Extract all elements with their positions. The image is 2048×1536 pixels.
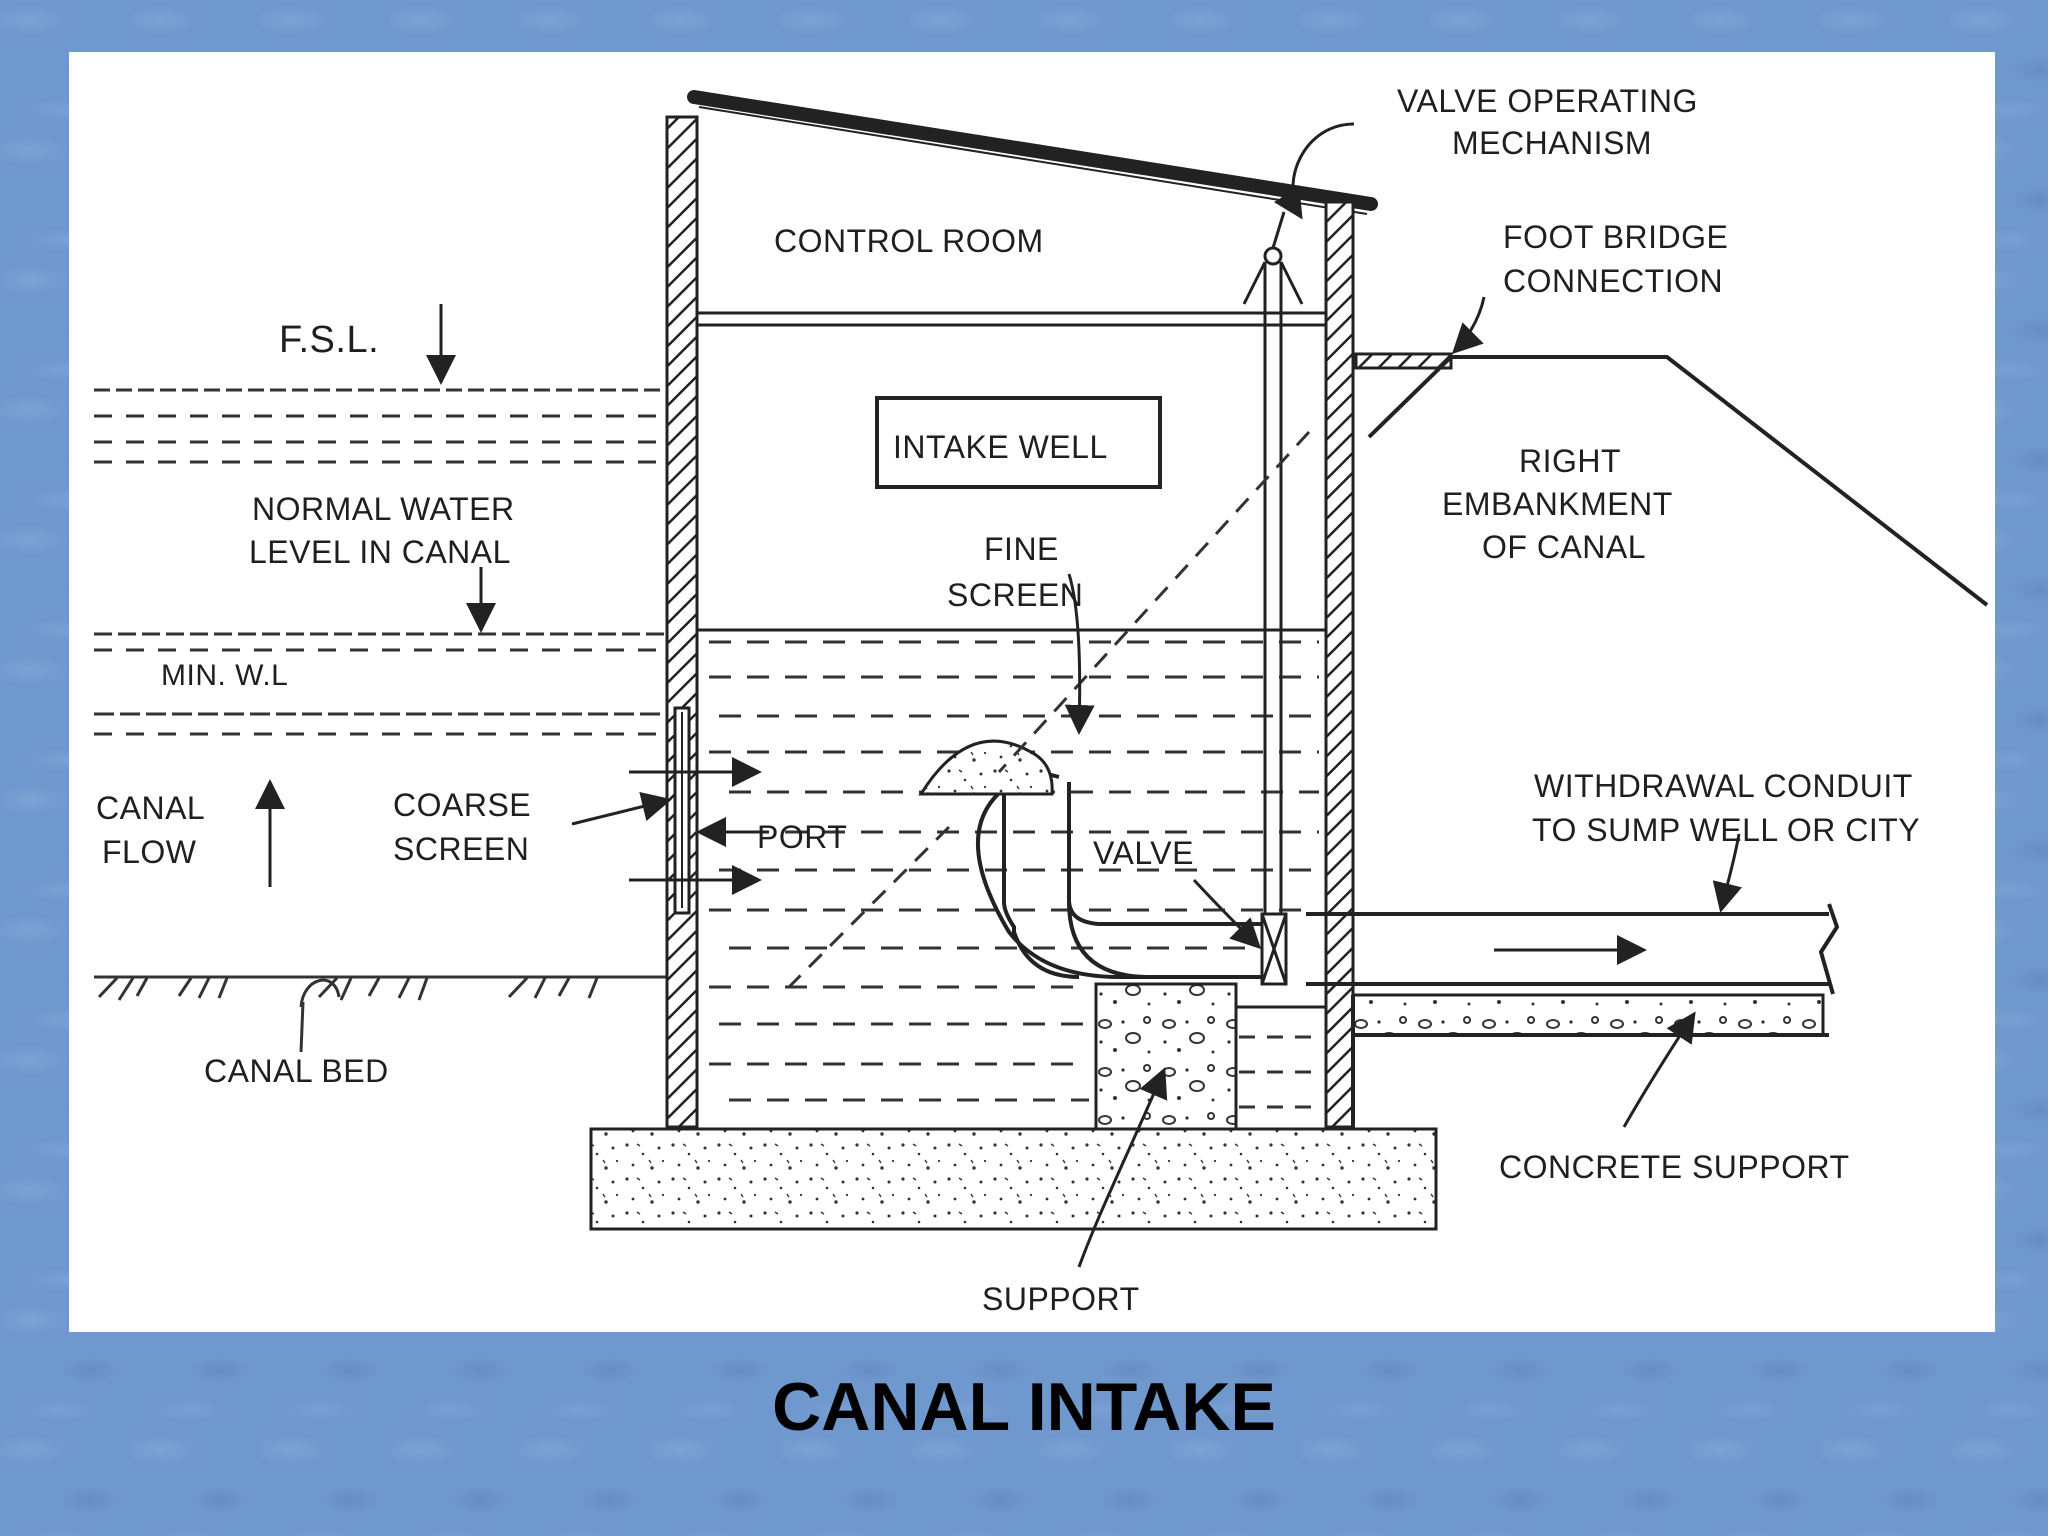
port-arrows	[629, 757, 769, 895]
support-block	[1094, 982, 1326, 1131]
valve-label: VALVE	[1093, 835, 1194, 871]
support-label: SUPPORT	[982, 1281, 1140, 1317]
normal-water-label-line2: LEVEL IN CANAL	[249, 534, 511, 570]
withdrawal-pipe	[976, 767, 1274, 979]
withdrawal-label-line2: TO SUMP WELL OR CITY	[1532, 812, 1920, 848]
canal-bed-label: CANAL BED	[204, 1053, 389, 1089]
foot-bridge-label-line1: FOOT BRIDGE	[1503, 219, 1728, 255]
intake-well-label-box	[875, 396, 1162, 489]
canal-bed	[94, 975, 669, 1053]
valve-operating-label-line2: MECHANISM	[1452, 125, 1652, 161]
intake-well	[665, 90, 1378, 1129]
canal-water	[94, 388, 666, 736]
right-embankment-label-line3: OF CANAL	[1482, 529, 1646, 565]
fsl-label: F.S.L.	[279, 319, 379, 361]
outlet-conduit	[1306, 903, 1840, 1129]
dashed-section-line	[787, 430, 1311, 989]
fine-screen-label-line2: SCREEN	[947, 577, 1083, 613]
embankment	[1354, 352, 1989, 607]
coarse-screen	[673, 706, 691, 915]
control-room-label: CONTROL ROOM	[774, 223, 1044, 259]
canal-flow-label-line1: CANAL	[96, 790, 205, 826]
coarse-screen-label-line1: COARSE	[393, 787, 531, 823]
valve-stem	[1242, 211, 1304, 914]
right-embankment-label-line1: RIGHT	[1519, 443, 1621, 479]
canal-flow-label-line2: FLOW	[102, 834, 197, 870]
port-label: PORT	[757, 819, 847, 855]
valve-operating-label-line1: VALVE OPERATING	[1397, 83, 1698, 119]
leader-lines	[255, 122, 1742, 1268]
withdrawal-label-line1: WITHDRAWAL CONDUIT	[1534, 768, 1913, 804]
min-wl-label: MIN. W.L	[161, 659, 288, 692]
normal-water-label-line1: NORMAL WATER	[252, 491, 515, 527]
foundation-slab	[589, 1127, 1438, 1231]
slide-title: CANAL INTAKE	[772, 1369, 1276, 1445]
fine-screen-label-line1: FINE	[984, 531, 1059, 567]
concrete-support-label: CONCRETE SUPPORT	[1499, 1149, 1850, 1185]
valve-symbol	[1260, 912, 1288, 986]
intake-well-label: INTAKE WELL	[893, 429, 1108, 465]
coarse-screen-label-line2: SCREEN	[393, 831, 529, 867]
diagram-panel: VALVE OPERATING MECHANISM CONTROL ROOM F…	[69, 52, 1995, 1332]
fine-screen-dome	[918, 739, 1054, 796]
foot-bridge-label-line2: CONNECTION	[1503, 263, 1723, 299]
right-embankment-label-line2: EMBANKMENT	[1442, 486, 1673, 522]
canal-intake-diagram: VALVE OPERATING MECHANISM CONTROL ROOM F…	[94, 83, 1989, 1317]
